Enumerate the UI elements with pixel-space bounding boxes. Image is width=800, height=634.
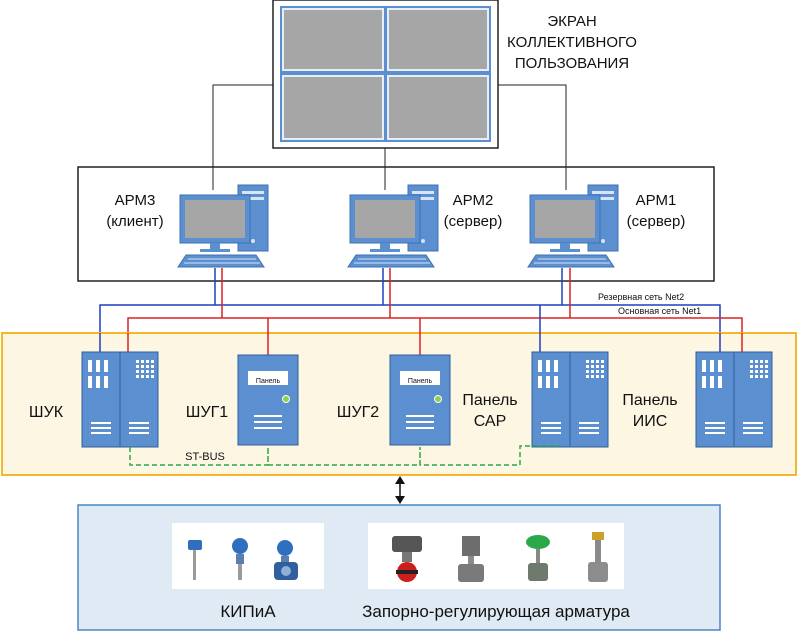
pressure-transmitter-icon bbox=[232, 538, 248, 580]
workstation-arm2-icon bbox=[347, 184, 439, 268]
regulating-valve-icon bbox=[588, 532, 608, 582]
shug2-panel-label: Панель bbox=[408, 378, 433, 385]
sar-cabinet-left-icon bbox=[531, 351, 571, 448]
arm2-role: (сервер) bbox=[444, 213, 503, 230]
shuk-cabinet-left-icon bbox=[81, 351, 121, 448]
workstation-arm1-icon bbox=[527, 184, 619, 268]
kipia-images-panel bbox=[172, 523, 324, 589]
st-bus-line bbox=[129, 445, 560, 466]
iis-label-line2: ИИС bbox=[633, 413, 668, 430]
arm2-name: АРМ2 bbox=[453, 192, 494, 209]
main-network-label: Основная сеть Net1 bbox=[618, 306, 701, 316]
bidirectional-arrow-icon bbox=[395, 476, 405, 504]
arm1-role: (сервер) bbox=[627, 213, 686, 230]
screen-label-line3: ПОЛЬЗОВАНИЯ bbox=[515, 55, 629, 72]
shared-screen bbox=[272, 0, 499, 149]
arm3-name: АРМ3 bbox=[115, 192, 156, 209]
sar-label-line2: САР bbox=[474, 413, 507, 430]
workstation-arm3-icon bbox=[177, 184, 269, 268]
workstations-box bbox=[77, 166, 715, 282]
shug1-label: ШУГ1 bbox=[186, 404, 228, 421]
reserve-network-label: Резервная сеть Net2 bbox=[598, 292, 684, 302]
temperature-sensor-icon bbox=[188, 540, 202, 580]
shuk-label: ШУК bbox=[29, 404, 64, 421]
shug1-cabinet-icon bbox=[237, 354, 299, 446]
arm1-name: АРМ1 bbox=[636, 192, 677, 209]
flowmeter-icon bbox=[274, 540, 298, 580]
shug1-panel-label: Панель bbox=[256, 378, 281, 385]
iis-label-line1: Панель bbox=[622, 392, 677, 409]
shug2-label: ШУГ2 bbox=[337, 404, 379, 421]
sar-label-line1: Панель bbox=[462, 392, 517, 409]
butterfly-valve-icon bbox=[392, 536, 422, 582]
arm3-role: (клиент) bbox=[106, 213, 163, 230]
valves-label: Запорно-регулирующая арматура bbox=[362, 602, 630, 621]
screen-label-line2: КОЛЛЕКТИВНОГО bbox=[507, 34, 637, 51]
kipia-label: КИПиА bbox=[220, 602, 276, 621]
screen-links bbox=[212, 84, 567, 190]
st-bus-label: ST-BUS bbox=[185, 451, 225, 463]
control-valve-icon bbox=[526, 535, 550, 581]
iis-cabinet-left-icon bbox=[695, 351, 735, 448]
gate-valve-icon bbox=[458, 536, 484, 582]
shug2-cabinet-icon bbox=[389, 354, 451, 446]
sar-cabinet-right-icon bbox=[569, 351, 609, 448]
shuk-cabinet-right-icon bbox=[119, 351, 159, 448]
iis-cabinet-right-icon bbox=[733, 351, 773, 448]
screen-label-line1: ЭКРАН bbox=[547, 13, 596, 30]
